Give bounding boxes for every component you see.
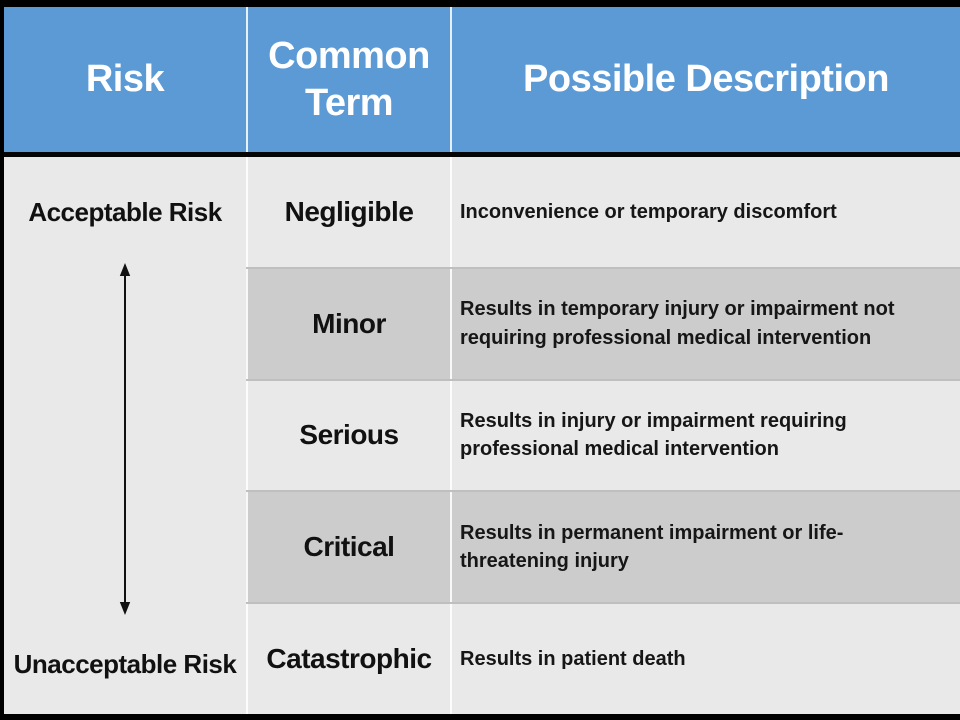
term-cell: Catastrophic — [246, 604, 450, 714]
risk-scale-column: Acceptable Risk Unacceptable Risk — [4, 157, 246, 714]
header-cell-risk: Risk — [85, 58, 165, 101]
term-cell: Negligible — [246, 157, 450, 267]
description-cell: Results in injury or impairment requirin… — [450, 380, 960, 491]
description-cell: Results in permanent impairment or life-… — [450, 492, 960, 603]
table-row-critical: Critical Results in permanent impairment… — [246, 490, 960, 603]
table-row-negligible: Negligible Inconvenience or temporary di… — [246, 157, 960, 267]
header-divider-line — [4, 152, 960, 157]
term-cell: Serious — [246, 380, 450, 491]
table-row-minor: Minor Results in temporary injury or imp… — [246, 266, 960, 379]
description-cell: Inconvenience or temporary discomfort — [450, 157, 960, 267]
description-cell: Results in patient death — [450, 604, 960, 714]
table-row-catastrophic: Catastrophic Results in patient death — [246, 602, 960, 714]
table-header-row: Risk Common Term Possible Description — [4, 7, 960, 152]
header-cell-possible-description: Possible Description — [450, 7, 960, 152]
unacceptable-risk-label: Unacceptable Risk — [13, 649, 237, 679]
acceptable-risk-label: Acceptable Risk — [28, 197, 222, 227]
risk-table: Risk Common Term Possible Description Ac… — [4, 7, 960, 714]
term-cell: Minor — [246, 268, 450, 379]
term-description-rows: Negligible Inconvenience or temporary di… — [246, 157, 960, 714]
description-cell: Results in temporary injury or impairmen… — [450, 268, 960, 379]
term-cell: Critical — [246, 492, 450, 603]
risk-scale-arrow-icon — [116, 262, 134, 615]
header-cell-common-term: Common Term — [246, 7, 450, 152]
table-body: Acceptable Risk Unacceptable Risk Neglig… — [4, 157, 960, 714]
table-row-serious: Serious Results in injury or impairment … — [246, 378, 960, 491]
